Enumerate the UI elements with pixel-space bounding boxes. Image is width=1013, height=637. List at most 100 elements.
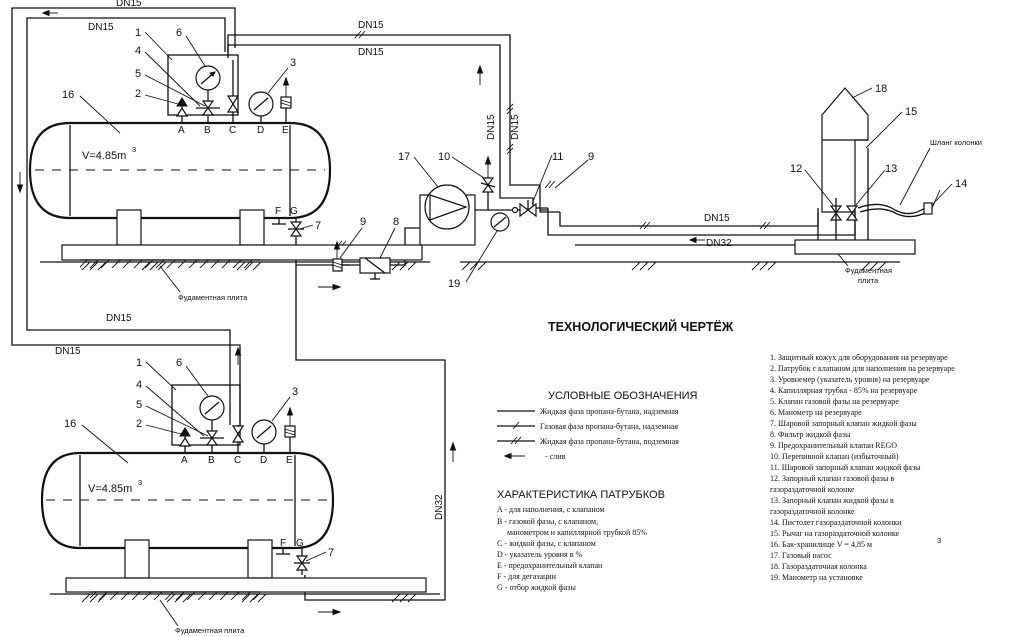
callout-11: 11: [552, 151, 563, 163]
callouts: 1 6 4 5 2 3 16 7 17 10 11 9 8 9 19 18 15: [62, 27, 967, 562]
callout-16: 16: [62, 89, 74, 101]
nozzle-item: B - газовой фазы, с клапаном,: [497, 517, 598, 526]
nozzle-item: F - для дегазации: [497, 572, 557, 581]
component-item: 6. Манометр на резервуаре: [770, 408, 862, 417]
foundation-right-label: Фудаментная: [845, 266, 892, 275]
component-volume-sup: 3: [937, 536, 941, 545]
pipe-label-dn15: DN15: [88, 22, 114, 33]
legend-item: Жидкая фаза пропана-бутана, надземная: [540, 407, 679, 416]
nozzle-item: манометром и капиллярной трубкой 85%: [507, 528, 647, 537]
callout-18: 18: [875, 83, 887, 95]
nozzle-letter-c: C: [229, 125, 236, 136]
callout-6: 6: [176, 357, 182, 369]
pipe-label-dn15: DN15: [358, 47, 384, 58]
component-item: 13. Запорный клапан жидкой фазы в: [770, 496, 894, 505]
legend: УСЛОВНЫЕ ОБОЗНАЧЕНИЯ Жидкая фаза пропана…: [497, 390, 698, 461]
legend-item: Газовая фаза пропана-бутана, надземная: [540, 422, 678, 431]
nozzle-item: G - отбор жидкой фазы: [497, 583, 576, 592]
nozzle-characteristics: ХАРАКТЕРИСТИКА ПАТРУБКОВ A - для наполне…: [497, 489, 665, 592]
pipe-label-dn15: DN15: [704, 213, 730, 224]
callout-2: 2: [136, 418, 142, 430]
tank-volume-sup: 3: [138, 478, 142, 487]
nozzle-letter-e: E: [282, 125, 289, 136]
callout-1: 1: [136, 357, 142, 369]
component-item: газораздаточной колонке: [770, 485, 855, 494]
component-item: газораздаточной колонке: [770, 507, 855, 516]
callout-3: 3: [290, 57, 296, 69]
pipe-label-dn32: DN32: [706, 238, 732, 249]
nozzle-item: C - жидкой фазы, с клапаном: [497, 539, 596, 548]
callout-16: 16: [64, 418, 76, 430]
legend-item: Жидкая фаза пропана-бутана, подземная: [540, 437, 679, 446]
nozzle-letter-f: F: [275, 206, 281, 217]
callout-13: 13: [885, 163, 897, 175]
callout-9: 9: [588, 151, 594, 163]
pipe-label-dn15: DN15: [116, 0, 142, 9]
foundation-label: Фудаментная плита: [175, 626, 245, 635]
nozzle-letter-d: D: [260, 455, 267, 466]
callout-4: 4: [136, 379, 142, 391]
callout-7: 7: [315, 220, 321, 232]
nozzle-letter-e: E: [286, 455, 293, 466]
nozzle-letter-b: B: [204, 125, 211, 136]
component-item: 12. Запорный клапан газовой фазы в: [770, 474, 894, 483]
callout-19: 19: [448, 278, 460, 290]
pipe-network: [11, 7, 869, 601]
callout-12: 12: [790, 163, 802, 175]
component-item: 17. Газовый насос: [770, 551, 832, 560]
nozzle-letter-a: A: [181, 455, 188, 466]
nozzle-item: E - предохранительный клапан: [497, 561, 603, 570]
nozzle-letter-g: G: [290, 206, 298, 217]
pipe-label-dn15: DN15: [55, 346, 81, 357]
nozzle-letter-a: A: [178, 125, 185, 136]
callout-5: 5: [136, 399, 142, 411]
component-item: 15. Рычаг на газораздаточной колонке: [770, 529, 900, 538]
nozzle-letter-g: G: [296, 538, 304, 549]
tank-volume-sup: 3: [132, 145, 136, 154]
tank-lower: V=4.85m 3 A B C D E F G: [40, 384, 427, 600]
nozzle-letter-f: F: [280, 538, 286, 549]
component-item: 14. Пистолет газораздаточной колонки: [770, 518, 902, 527]
legend-title: УСЛОВНЫЕ ОБОЗНАЧЕНИЯ: [548, 390, 698, 402]
foundation-label: Фудаментная плита: [178, 293, 248, 302]
callout-15: 15: [905, 106, 917, 118]
flow-arrows: [16, 9, 705, 616]
component-item: 19. Манометр на установке: [770, 573, 863, 582]
component-item: 8. Фильтр жидкой фазы: [770, 430, 851, 439]
legend-item: - слив: [545, 452, 565, 461]
page-title: ТЕХНОЛОГИЧЕСКИЙ ЧЕРТЁЖ: [548, 319, 734, 334]
callout-14: 14: [955, 178, 967, 190]
nozzle-letter-b: B: [208, 455, 215, 466]
callout-3: 3: [292, 386, 298, 398]
pipe-label-dn15: DN15: [106, 313, 132, 324]
foundation-right-label-line2: плита: [858, 276, 879, 285]
pipe-label-dn15: DN15: [486, 114, 497, 140]
ground-hatch-lower: [50, 593, 440, 603]
pipe-labels: DN15 DN15 DN15 DN15 DN15 DN32 DN15 DN15 …: [55, 0, 732, 520]
callout-1: 1: [135, 27, 141, 39]
component-item: 16. Бак-хранилище V = 4,85 м: [770, 540, 872, 549]
dispenser: [794, 87, 941, 255]
pipe-label-dn32: DN32: [434, 494, 445, 520]
component-item: 9. Предохранительный клапан REGO: [770, 441, 897, 450]
callout-5: 5: [135, 68, 141, 80]
component-item: 7. Шаровой запорный клапан жидкой фазы: [770, 419, 917, 428]
callout-4: 4: [135, 45, 141, 57]
nozzle-item: D - указатель уровня в %: [497, 550, 582, 559]
component-item: 3. Уровнемер (указатель уровня) на резер…: [770, 375, 930, 384]
nozzle-characteristics-title: ХАРАКТЕРИСТИКА ПАТРУБКОВ: [497, 489, 665, 501]
component-item: 1. Защитный кожух для оборудования на ре…: [770, 353, 948, 362]
hose-label: Шланг колонки: [930, 138, 982, 147]
callout-17: 17: [398, 151, 410, 163]
callout-6: 6: [176, 27, 182, 39]
nozzle-letter-d: D: [257, 125, 264, 136]
callout-7: 7: [328, 547, 334, 559]
component-item: 11. Шаровой запорный клапан жидкой фазы: [770, 463, 921, 472]
pump-assembly: [332, 155, 537, 280]
tank-volume: V=4.85m: [82, 150, 126, 162]
components-list: 1. Защитный кожух для оборудования на ре…: [770, 353, 955, 582]
callout-8: 8: [393, 216, 399, 228]
tank-upper: V=4.85m 3 A B C: [28, 54, 423, 268]
callout-10: 10: [438, 151, 450, 163]
